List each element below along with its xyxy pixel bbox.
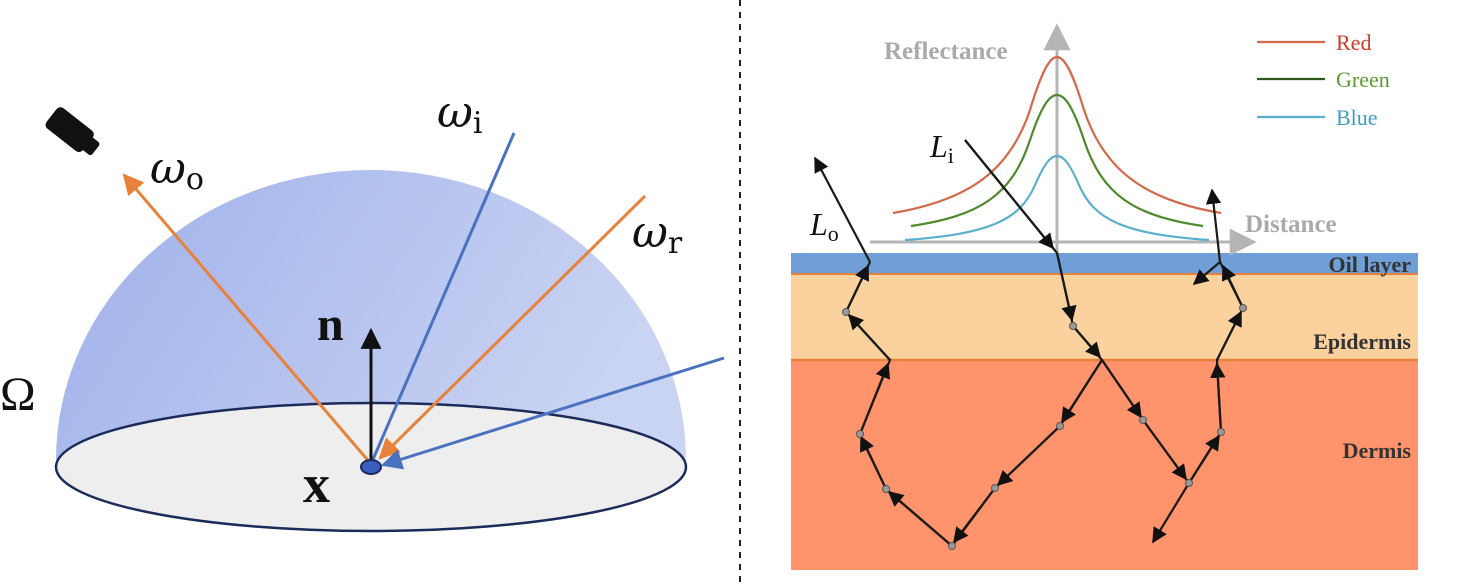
scatter-points	[842, 304, 1247, 550]
scatter-point	[842, 308, 850, 316]
omega-r-label: ωr	[632, 207, 683, 261]
branch-arrow-2	[1142, 419, 1187, 481]
li-arrow-6	[953, 487, 996, 544]
li-arrow-8	[860, 435, 887, 490]
li-arrow-10	[847, 313, 891, 361]
branch-arrow-7	[1222, 264, 1244, 309]
branch-arrow-1	[1101, 359, 1142, 419]
legend-red-label: Red	[1336, 30, 1371, 55]
dermis-layer	[791, 360, 1418, 570]
legend: Red Green Blue	[1257, 30, 1390, 130]
legend-blue-label: Blue	[1336, 105, 1378, 130]
omega-o-label: ωo	[150, 143, 204, 197]
hemisphere	[56, 170, 686, 460]
scatter-point	[991, 484, 999, 492]
li-arrow-2	[1055, 252, 1077, 322]
hemisphere-label: Ω	[0, 368, 36, 421]
branch-arrow-9	[1205, 188, 1222, 263]
branch-arrow-3	[1152, 482, 1190, 544]
oil-layer-label: Oil layer	[1329, 252, 1412, 277]
scatter-point	[1239, 304, 1247, 312]
branch-arrow-5	[1210, 362, 1226, 433]
omega-o-ray	[122, 173, 373, 465]
x-axis-label: Distance	[1245, 211, 1337, 238]
li-arrow-9	[858, 362, 891, 435]
branch-arrow-8	[1192, 261, 1221, 285]
green-curve	[910, 93, 1204, 228]
left-panel: ωo ωi ωr n x Ω	[0, 87, 725, 533]
scatter-point	[1139, 416, 1147, 424]
lo-label: Lo	[809, 206, 839, 246]
grazing-ray	[380, 356, 725, 470]
li-label: Li	[929, 128, 954, 168]
li-arrow-5	[996, 425, 1061, 487]
y-axis-label: Reflectance	[884, 38, 1008, 65]
scatter-point	[1069, 322, 1077, 330]
li-arrow-3	[1072, 325, 1102, 359]
point-label: x	[303, 454, 330, 514]
oil-layer	[791, 253, 1418, 274]
scatter-point	[1217, 428, 1225, 436]
right-panel: Oil layer Epidermis Dermis Reflectance D…	[791, 23, 1418, 570]
surface-point	[360, 459, 382, 475]
lo-arrow	[814, 156, 871, 263]
omega-r-ray	[378, 194, 647, 460]
camera-icon	[45, 107, 100, 156]
scatter-point	[856, 430, 864, 438]
branch-arrow-4	[1188, 434, 1220, 484]
epidermis-layer	[791, 274, 1418, 360]
omega-i-ray	[369, 132, 516, 465]
legend-green-label: Green	[1336, 67, 1390, 92]
li-arrow-11	[845, 264, 869, 313]
dermis-label: Dermis	[1343, 438, 1412, 463]
scatter-point	[948, 542, 956, 550]
branch-arrow-6	[1216, 310, 1242, 361]
omega-i-label: ωi	[437, 87, 483, 141]
li-arrow-4	[1061, 359, 1103, 424]
scatter-point	[1185, 479, 1193, 487]
scatter-point	[1056, 422, 1064, 430]
epidermis-label: Epidermis	[1313, 329, 1411, 354]
scatter-point	[882, 485, 890, 493]
normal-label: n	[317, 298, 344, 351]
li-arrow-1	[964, 139, 1054, 250]
blue-curve	[904, 154, 1210, 242]
li-arrow-7	[887, 490, 953, 547]
light-paths	[814, 139, 1245, 548]
